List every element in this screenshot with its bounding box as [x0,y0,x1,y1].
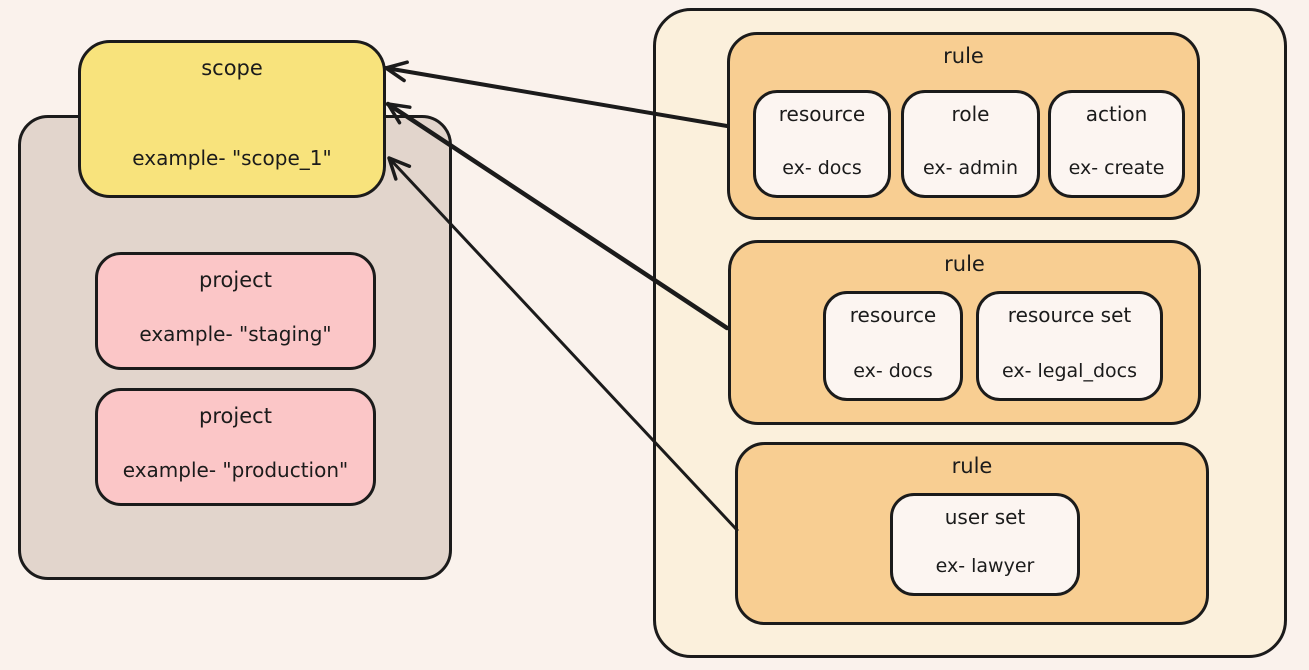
item-box-resource: resource ex- docs [823,291,963,401]
item-box-resource-set: resource set ex- legal_docs [976,291,1163,401]
project-title: project [199,268,272,292]
rule-title: rule [951,454,993,478]
scope-title: scope [201,56,263,80]
rule-box-1: rule resource ex- docs role ex- admin ac… [727,32,1200,220]
scope-box: scope example- "scope_1" [78,40,386,198]
item-label: user set [944,505,1026,529]
project-title: project [199,404,272,428]
item-label: role [951,102,990,126]
item-example: ex- admin [922,157,1019,179]
project-example: example- "production" [122,458,349,482]
item-example: ex- lawyer [935,555,1035,577]
rule-box-2: rule resource ex- docs resource set ex- … [728,240,1201,425]
item-label: resource [849,303,937,327]
project-box-production: project example- "production" [95,388,376,506]
item-box-user-set: user set ex- lawyer [890,493,1080,596]
item-box-role: role ex- admin [901,90,1040,198]
scope-example: example- "scope_1" [132,146,332,170]
item-box-resource: resource ex- docs [753,90,891,198]
project-box-staging: project example- "staging" [95,252,376,370]
rule-title: rule [943,44,984,68]
item-example: ex- docs [782,157,862,179]
project-example: example- "staging" [139,322,332,346]
item-label: resource set [1007,303,1132,327]
rule-title: rule [944,252,985,276]
item-example: ex- create [1068,157,1165,179]
item-box-action: action ex- create [1048,90,1185,198]
item-label: resource [778,102,866,126]
item-example: ex- legal_docs [1002,360,1137,382]
rule-box-3: rule user set ex- lawyer [735,442,1209,625]
item-label: action [1085,102,1148,126]
item-example: ex- docs [853,360,933,382]
